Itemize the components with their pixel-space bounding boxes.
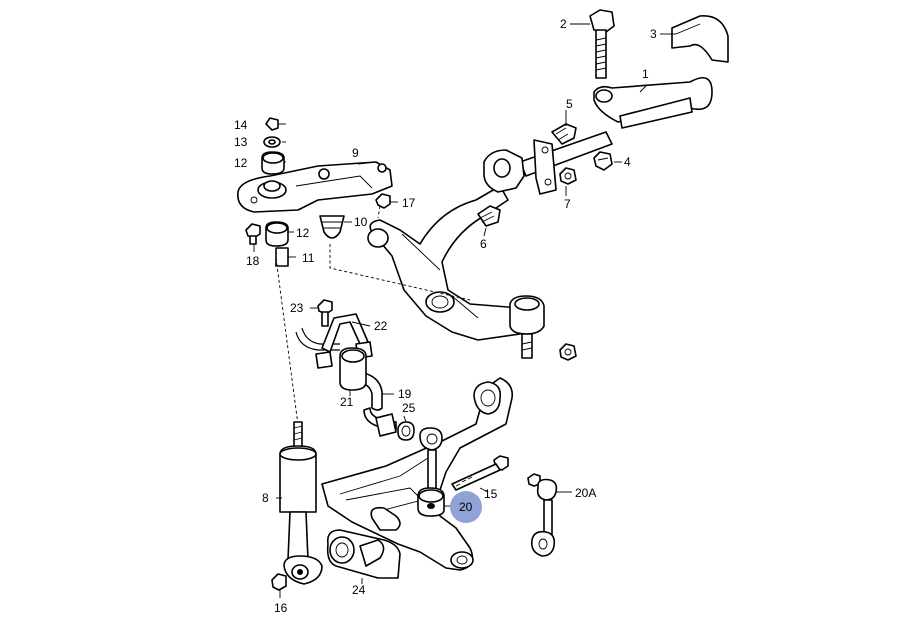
link-rod-part-20-upper [419, 427, 443, 491]
label-part-3[interactable]: 3 [650, 27, 657, 41]
coupling-rod-part-20a[interactable] [527, 473, 558, 557]
leader-10-to-arm [329, 244, 471, 301]
part-labels: 2 3 1 5 4 7 6 14 13 12 9 17 10 12 11 18 … [234, 17, 657, 615]
ball-joint [509, 295, 545, 359]
bolt-part-15[interactable] [451, 455, 509, 491]
upper-arm-part-1[interactable] [593, 76, 713, 129]
label-part-21[interactable]: 21 [340, 395, 354, 409]
label-part-2[interactable]: 2 [560, 17, 567, 31]
label-part-24[interactable]: 24 [352, 583, 366, 597]
strut-mount-part-9[interactable] [237, 161, 393, 213]
label-part-20a[interactable]: 20A [575, 486, 596, 500]
bolt-part-18[interactable] [245, 223, 261, 245]
bolt-part-2[interactable] [589, 9, 615, 79]
rubber-bushing-part-3[interactable] [671, 15, 729, 63]
nut-part-4[interactable] [593, 151, 613, 171]
label-part-17[interactable]: 17 [402, 196, 416, 210]
cushion-part-12-top[interactable] [261, 151, 285, 175]
label-part-8[interactable]: 8 [262, 491, 269, 505]
highlight-marker-part-20 [450, 491, 482, 523]
clamp-bracket [533, 139, 557, 195]
shock-absorber-part-8[interactable] [279, 421, 323, 585]
bushing-part-20[interactable] [417, 487, 445, 517]
label-part-12-bottom[interactable]: 12 [296, 226, 310, 240]
label-part-5[interactable]: 5 [566, 97, 573, 111]
label-part-19[interactable]: 19 [398, 387, 412, 401]
label-part-12-top[interactable]: 12 [234, 156, 248, 170]
bushing-part-21[interactable] [339, 347, 367, 391]
label-part-1[interactable]: 1 [642, 67, 649, 81]
bolt-part-6[interactable] [477, 205, 501, 227]
label-part-18[interactable]: 18 [246, 254, 260, 268]
bolt-part-5[interactable] [551, 123, 577, 145]
label-part-13[interactable]: 13 [234, 135, 248, 149]
nut-part-7[interactable] [559, 167, 577, 185]
sleeve-part-11[interactable] [275, 247, 289, 267]
nut-part-14[interactable] [265, 117, 279, 131]
cushion-part-12-bottom[interactable] [265, 221, 289, 247]
bump-stop-part-10[interactable] [319, 215, 345, 239]
label-part-16[interactable]: 16 [274, 601, 288, 615]
mount-bracket-part-24[interactable] [326, 529, 401, 579]
inner-bushing-mount [483, 149, 525, 193]
label-part-20[interactable]: 20 [459, 500, 473, 514]
label-part-15[interactable]: 15 [484, 487, 498, 501]
label-part-4[interactable]: 4 [624, 155, 631, 169]
track-control-arm [367, 185, 529, 341]
label-part-6[interactable]: 6 [480, 237, 487, 251]
leader-17-to-mount [377, 205, 381, 219]
label-part-9[interactable]: 9 [352, 146, 359, 160]
label-part-10[interactable]: 10 [354, 215, 368, 229]
label-part-22[interactable]: 22 [374, 319, 388, 333]
washer-part-13[interactable] [263, 136, 281, 148]
label-part-14[interactable]: 14 [234, 118, 248, 132]
bolt-part-23[interactable] [317, 299, 333, 327]
label-part-11[interactable]: 11 [302, 251, 315, 265]
bolt-part-16[interactable] [271, 573, 287, 591]
leader-lines [253, 23, 676, 598]
bushing-part-25[interactable] [375, 413, 415, 441]
label-part-7[interactable]: 7 [564, 197, 571, 211]
nut-ball-joint [559, 343, 577, 361]
bolt-part-17[interactable] [375, 193, 391, 209]
leader-strut-axis [275, 257, 301, 441]
label-part-25[interactable]: 25 [402, 401, 416, 415]
label-part-23[interactable]: 23 [290, 301, 304, 315]
